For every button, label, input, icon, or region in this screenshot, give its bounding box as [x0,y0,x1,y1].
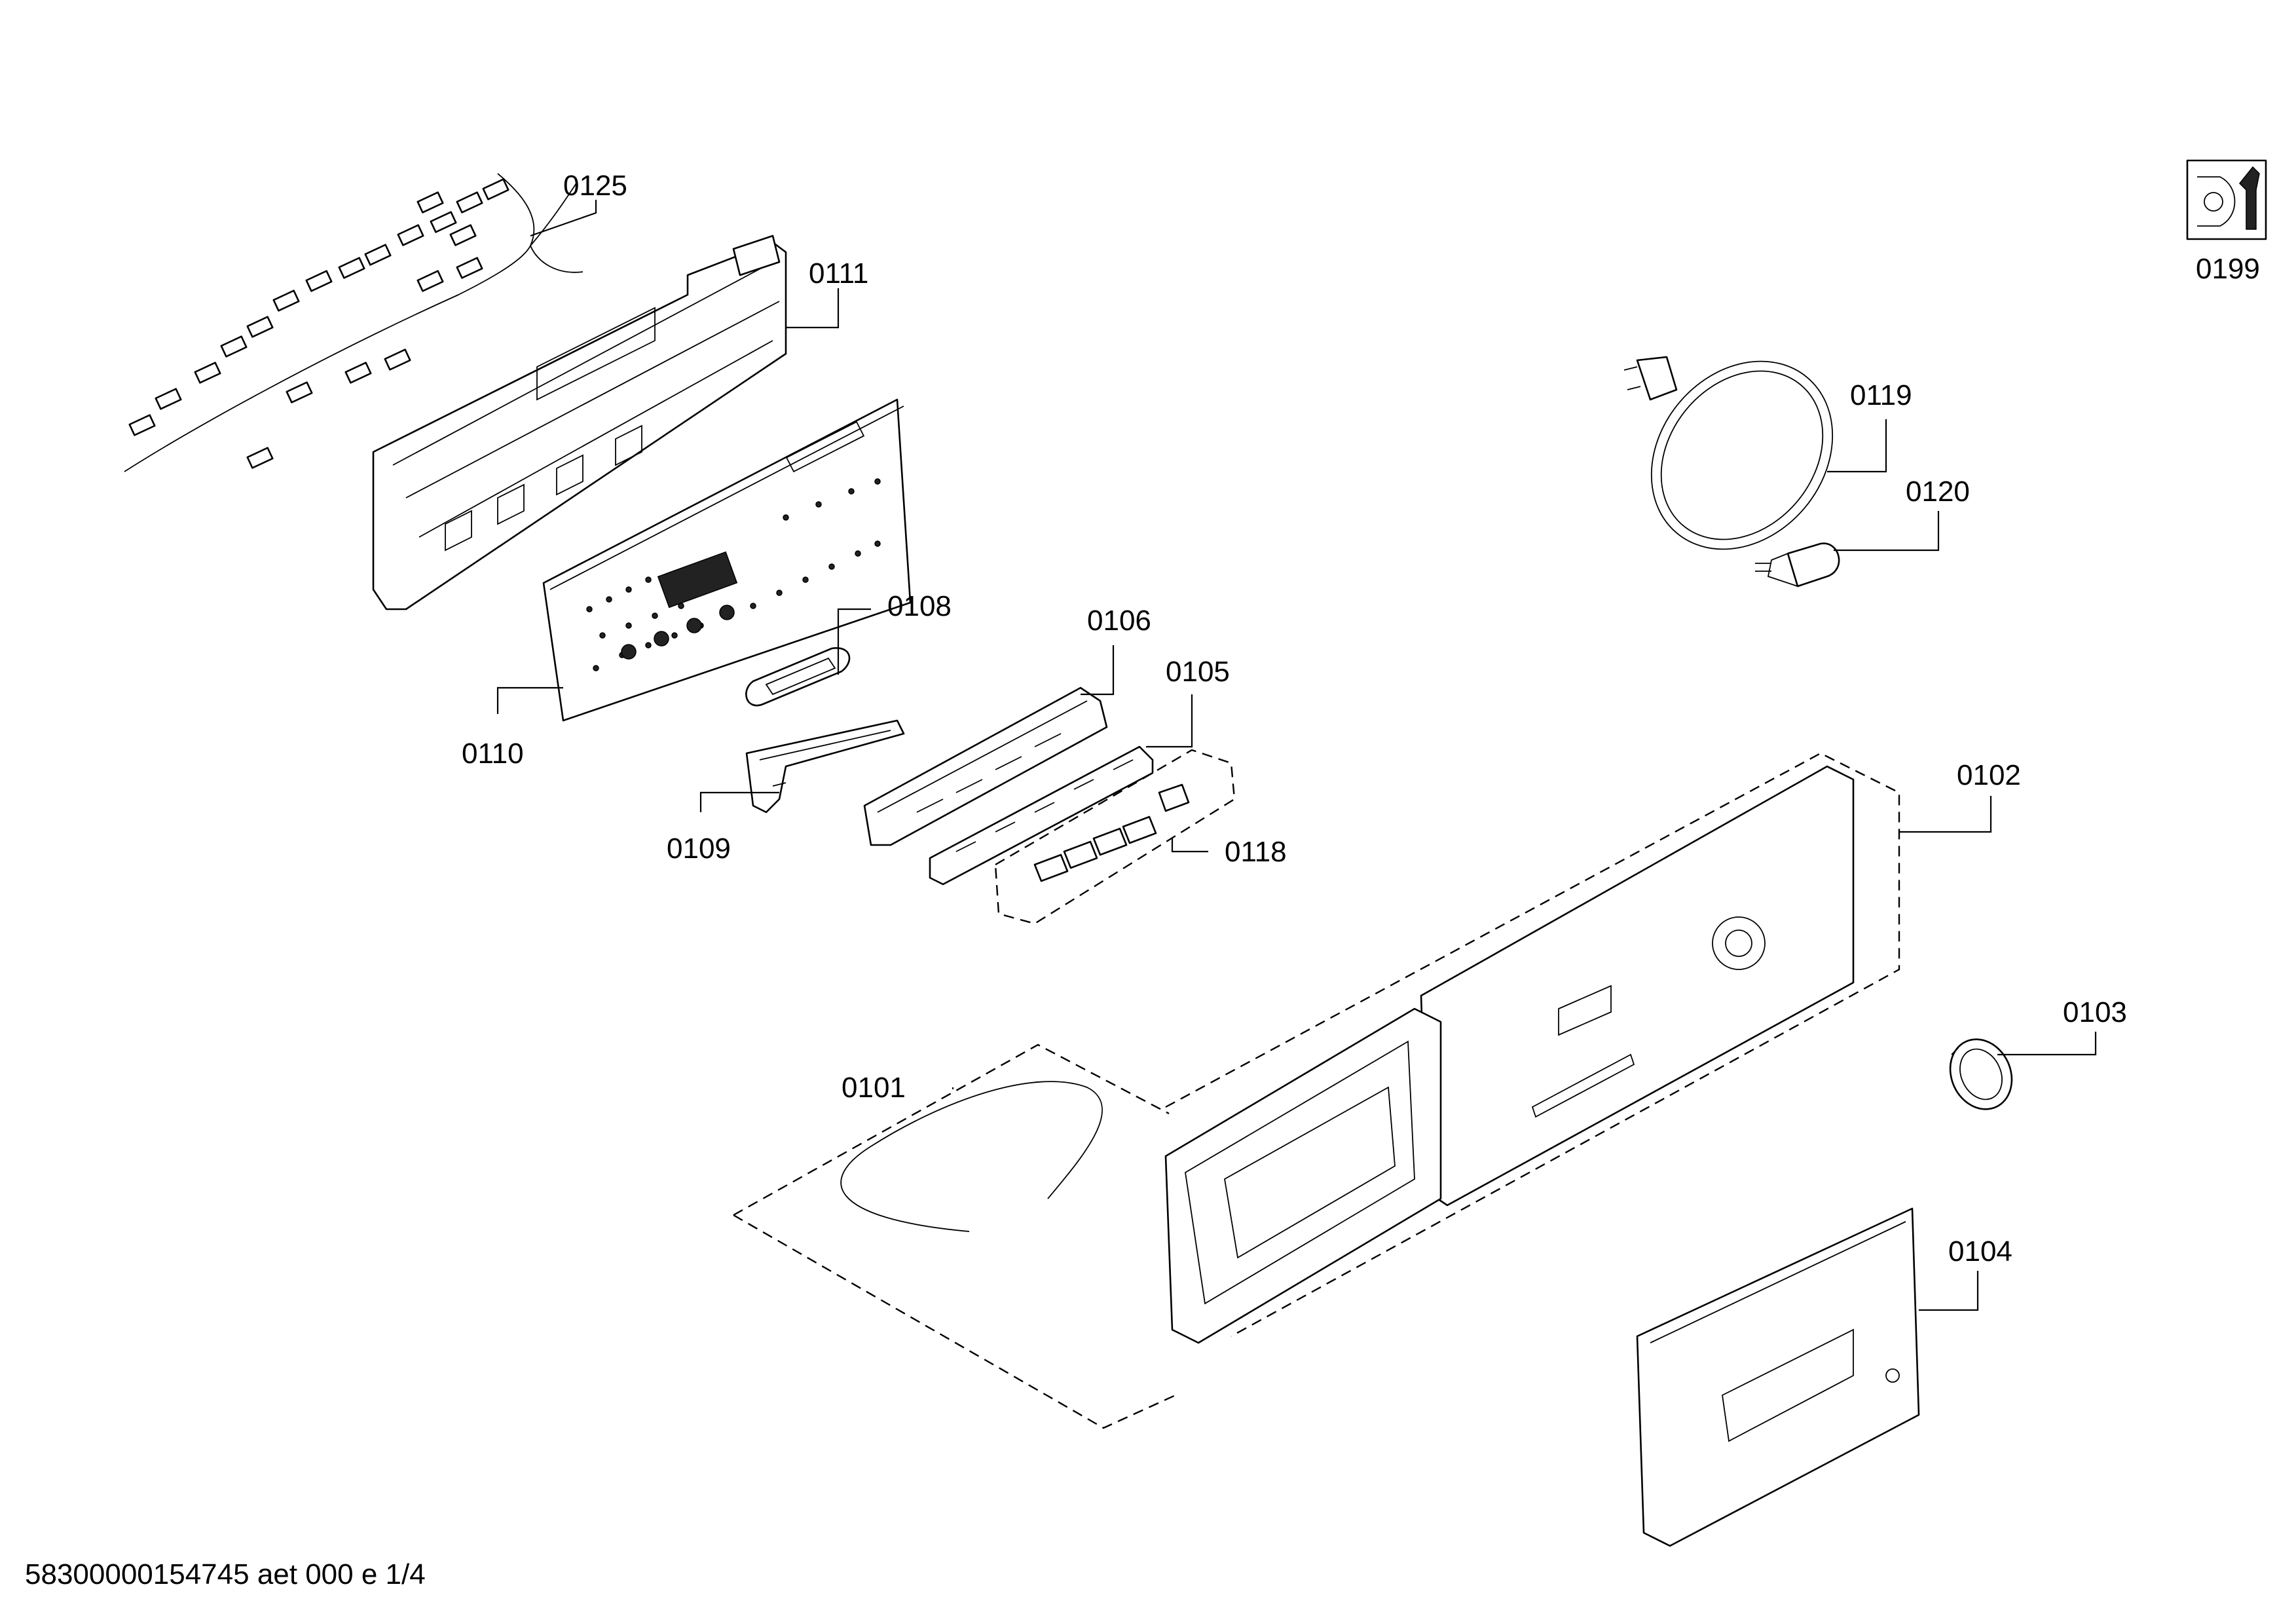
module-housing-part[interactable] [372,235,787,610]
label-0118: 0118 [1225,836,1287,868]
pcb-led [719,605,735,620]
pcb-component [625,586,632,593]
wrench-nut-icon [2186,159,2267,240]
dispenser-drawer-part[interactable] [1636,1207,1920,1547]
part-labels: 0125 0111 0110 0108 0109 0106 0105 0118 … [462,170,2260,1267]
pcb-component [599,632,606,639]
button-carrier-part[interactable] [863,686,1108,846]
connector-plug [344,362,372,384]
pcb-component [802,576,809,583]
label-0111: 0111 [809,257,868,290]
connector-plug [456,191,483,214]
connector-plug [364,244,392,266]
pcb-component [750,603,756,609]
pcb-component [625,622,632,629]
pcb-component [855,550,861,557]
connector-plug [417,270,444,292]
label-0119: 0119 [1850,379,1912,411]
connector-plug [456,257,483,279]
label-0104: 0104 [1948,1235,2012,1267]
connector-plug [430,211,457,233]
pcb-component [671,632,678,639]
interference-suppressor-part[interactable] [1755,542,1840,588]
label-0103: 0103 [2063,996,2127,1028]
connector-plug [384,348,411,371]
rotary-knob-part[interactable] [1939,1029,2023,1119]
label-0101: 0101 [842,1072,906,1104]
pcb-component [776,590,783,596]
pcb-component [828,563,835,570]
pcb-component [874,540,881,547]
connector-plug [449,224,477,246]
connector-plug [482,178,509,200]
connector-plug [417,191,444,214]
label-0108: 0108 [887,590,952,622]
drawing-number-footer: 58300000154745 aet 000 e 1/4 [25,1558,426,1590]
leader-lines [496,200,2097,1311]
label-0110: 0110 [462,738,524,770]
control-panel-fascia-part[interactable] [1164,752,1900,1344]
label-0199: 0199 [2196,253,2260,285]
connector-plug [286,381,313,404]
connector-plug [338,257,365,279]
display-lens-part[interactable] [745,647,851,707]
pcb-component [606,596,612,603]
label-0102: 0102 [1957,759,2021,791]
label-0109: 0109 [667,833,731,865]
pcb-component [874,478,881,485]
label-0106: 0106 [1087,605,1151,637]
pcb-board-part[interactable] [542,398,912,722]
connector-plug [220,335,248,358]
label-0120: 0120 [1906,476,1970,508]
connector-plug [246,447,274,469]
push-buttons-part[interactable] [994,749,1236,925]
gasket-part[interactable] [733,1043,1176,1429]
wiring-harness-part[interactable] [124,173,583,472]
connector-plug [155,388,182,410]
pcb-component [586,606,593,612]
pcb-component [645,576,652,583]
pcb-component [593,665,599,671]
pcb-component [652,612,658,619]
pcb-led [686,618,702,633]
connector-plug [128,414,156,436]
pcb-component [848,488,855,495]
label-0105: 0105 [1166,656,1230,688]
connector-plug [305,270,333,292]
bracket-part[interactable] [745,719,905,814]
connector-plug [272,290,300,312]
pcb-led [654,631,669,647]
pcb-component [645,642,652,648]
connector-plug [246,316,274,338]
power-cord-part[interactable] [1614,325,1870,586]
connector-plug [194,362,221,384]
pcb-led [621,644,637,660]
pcb-component [783,514,789,521]
pcb-component [815,501,822,508]
connector-plug [397,224,424,246]
label-0125: 0125 [563,170,627,202]
button-frame-part[interactable] [929,745,1154,886]
